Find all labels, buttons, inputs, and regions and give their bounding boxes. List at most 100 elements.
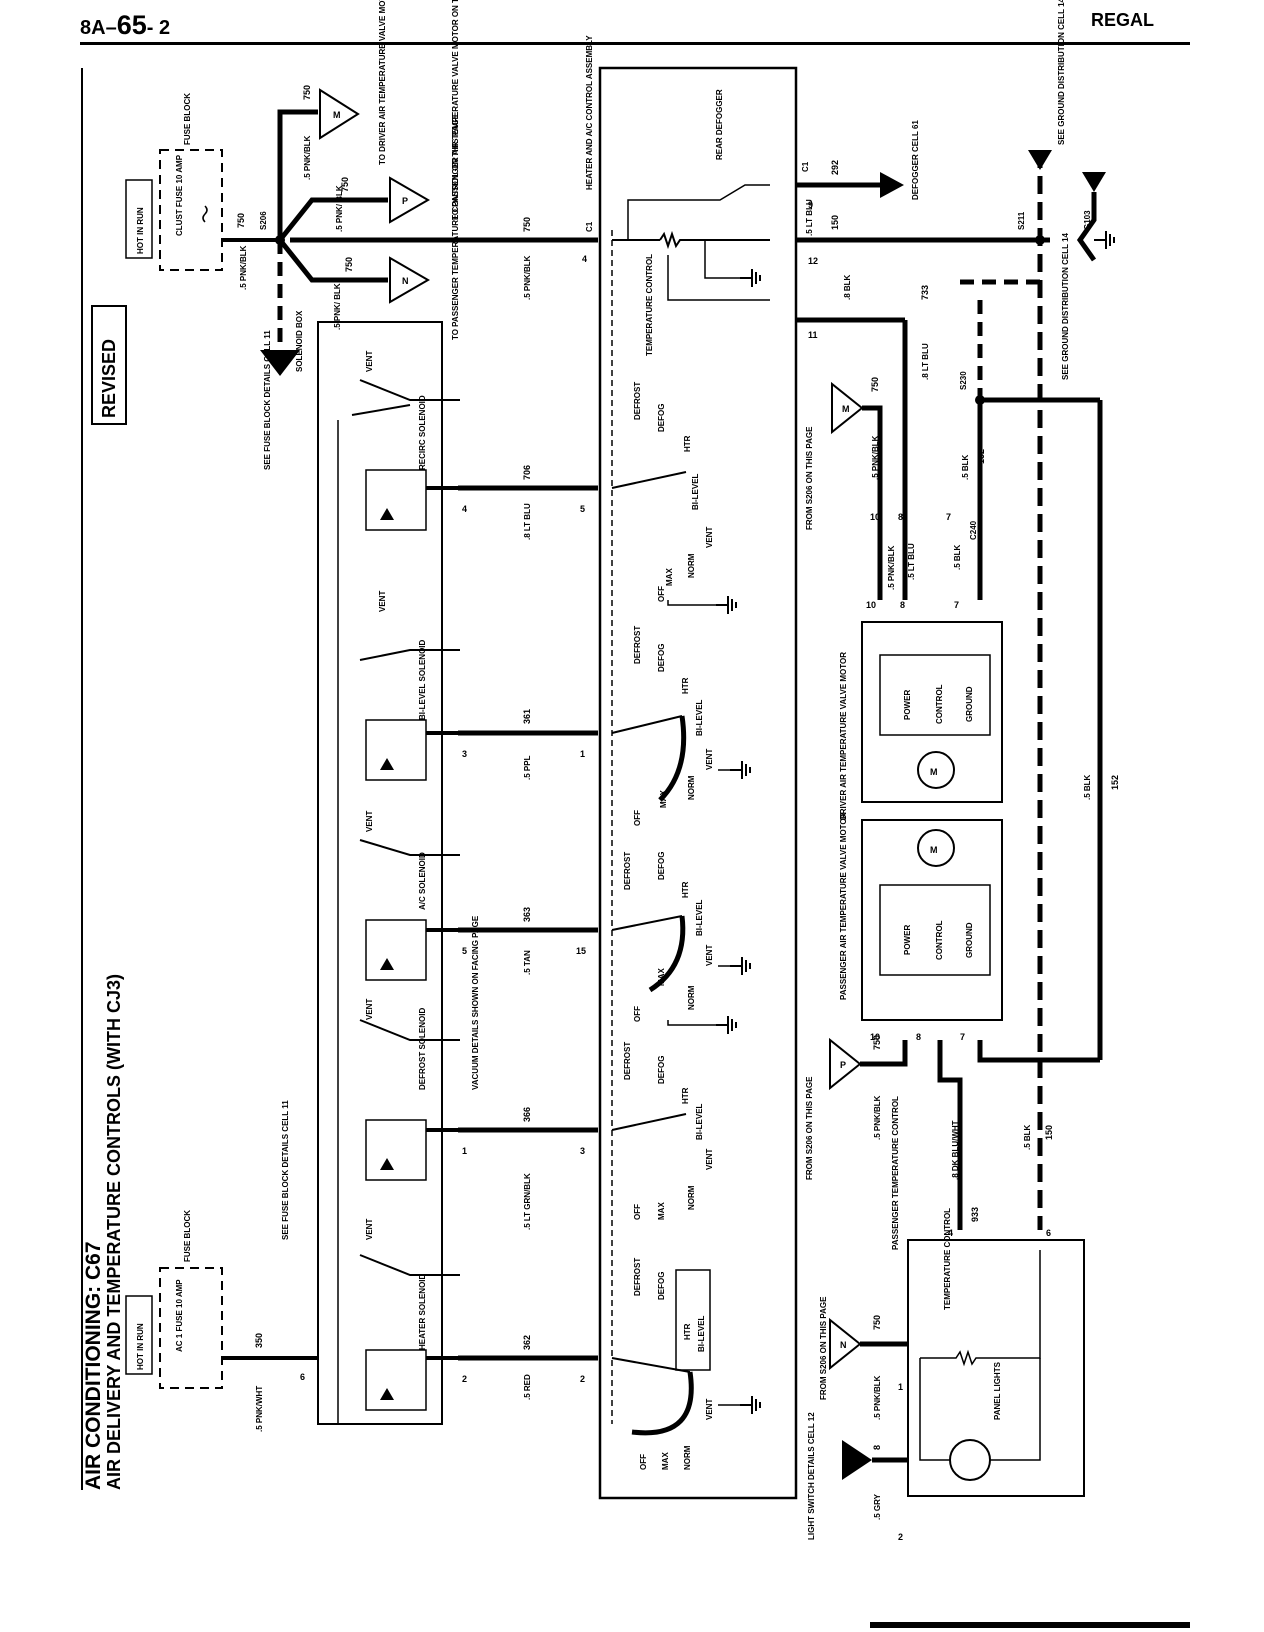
svg-text:9: 9 bbox=[808, 200, 813, 210]
svg-text:750: 750 bbox=[236, 213, 246, 228]
svg-text:VENT: VENT bbox=[378, 591, 387, 612]
svg-text:S230: S230 bbox=[959, 371, 968, 390]
arrow-ground-dist-2 bbox=[1082, 172, 1106, 192]
svg-text:M: M bbox=[842, 404, 850, 414]
svg-text:750: 750 bbox=[344, 257, 354, 272]
passenger-air-temp-valve-motor bbox=[861, 819, 1003, 1021]
svg-text:5: 5 bbox=[580, 504, 585, 514]
svg-text:933: 933 bbox=[970, 1207, 980, 1222]
svg-text:10: 10 bbox=[866, 600, 876, 610]
svg-text:RECIRC SOLENOID: RECIRC SOLENOID bbox=[418, 395, 427, 470]
svg-text:10: 10 bbox=[870, 512, 880, 522]
svg-text:TEMPERATURE CONTROL: TEMPERATURE CONTROL bbox=[645, 254, 654, 356]
svg-text:362: 362 bbox=[522, 1335, 532, 1350]
svg-text:AC 1 FUSE 10 AMP: AC 1 FUSE 10 AMP bbox=[175, 1279, 184, 1352]
svg-text:CONTROL: CONTROL bbox=[935, 684, 944, 724]
svg-text:SEE FUSE BLOCK DETAILS CELL 11: SEE FUSE BLOCK DETAILS CELL 11 bbox=[263, 330, 272, 470]
svg-text:M: M bbox=[333, 110, 341, 120]
svg-text:BI-LEVEL: BI-LEVEL bbox=[695, 699, 704, 736]
svg-text:GROUND: GROUND bbox=[965, 686, 974, 722]
svg-text:NORM: NORM bbox=[687, 553, 696, 578]
svg-text:750: 750 bbox=[340, 177, 350, 192]
svg-text:.5 BLK: .5 BLK bbox=[961, 454, 970, 480]
svg-text:TEMPERATURE CONTROL: TEMPERATURE CONTROL bbox=[943, 1208, 952, 1310]
svg-text:DEFROST: DEFROST bbox=[633, 1258, 642, 1296]
svg-text:8: 8 bbox=[900, 600, 905, 610]
motor-icon bbox=[917, 751, 955, 789]
svg-text:M: M bbox=[930, 845, 938, 855]
svg-text:HTR: HTR bbox=[681, 881, 690, 898]
solenoid-bilevel: BI-LEVEL SOLENOID VENT bbox=[359, 591, 460, 781]
svg-text:HEATER SOLENOID: HEATER SOLENOID bbox=[418, 1273, 427, 1350]
svg-text:.5 PNK/BLK: .5 PNK/BLK bbox=[523, 255, 532, 300]
temp-control-rheostat bbox=[659, 230, 770, 250]
svg-text:OFF: OFF bbox=[657, 586, 666, 602]
header-rule bbox=[80, 42, 1190, 45]
svg-text:VENT: VENT bbox=[705, 1149, 714, 1170]
fuse-block-1 bbox=[159, 149, 223, 271]
svg-text:BI-LEVEL: BI-LEVEL bbox=[695, 899, 704, 936]
svg-text:POWER: POWER bbox=[903, 925, 912, 955]
solenoid-defrost: DEFROST SOLENOID VENT bbox=[359, 999, 460, 1181]
svg-text:.5 PNK/BLK: .5 PNK/BLK bbox=[873, 1095, 882, 1140]
svg-text:G103: G103 bbox=[1083, 210, 1092, 230]
svg-text:SEE GROUND DISTRIBUTION CELL 1: SEE GROUND DISTRIBUTION CELL 14 bbox=[1057, 0, 1066, 145]
harness-wires bbox=[290, 237, 598, 1361]
svg-text:8: 8 bbox=[898, 512, 903, 522]
passenger-temperature-control bbox=[907, 1239, 1085, 1497]
svg-text:SOLENOID BOX: SOLENOID BOX bbox=[295, 310, 304, 372]
svg-text:BI-LEVEL: BI-LEVEL bbox=[697, 1315, 706, 1352]
svg-text:15: 15 bbox=[576, 946, 586, 956]
arrow-ground-dist-1 bbox=[1028, 150, 1052, 170]
svg-text:POWER: POWER bbox=[903, 690, 912, 720]
svg-text:DEFOG: DEFOG bbox=[657, 852, 666, 880]
svg-text:P: P bbox=[840, 1060, 846, 1070]
driver-air-temp-valve-motor bbox=[861, 621, 1003, 803]
svg-text:3: 3 bbox=[580, 1146, 585, 1156]
svg-text:TO PASSENGER TEMPERATURE CONTR: TO PASSENGER TEMPERATURE CONTROL ON THIS… bbox=[451, 113, 460, 340]
mode-switch-1: DEFROST DEFOG HTR BI-LEVEL VENT NORM MAX… bbox=[611, 382, 737, 615]
svg-text:HTR: HTR bbox=[681, 1087, 690, 1104]
svg-text:.5 BLK: .5 BLK bbox=[953, 544, 962, 570]
svg-text:VENT: VENT bbox=[705, 527, 714, 548]
svg-text:10: 10 bbox=[870, 1032, 880, 1042]
svg-text:152: 152 bbox=[976, 449, 986, 464]
svg-text:OFF: OFF bbox=[639, 1454, 648, 1470]
svg-text:.5 PNK/BLK: .5 PNK/BLK bbox=[871, 435, 880, 480]
svg-text:CONTROL: CONTROL bbox=[935, 920, 944, 960]
svg-text:.5 LT BLU: .5 LT BLU bbox=[805, 199, 814, 236]
rear-defogger-switch bbox=[627, 184, 770, 240]
svg-text:PANEL LIGHTS: PANEL LIGHTS bbox=[993, 1361, 1002, 1420]
svg-text:4: 4 bbox=[462, 504, 467, 514]
svg-text:.5 TAN: .5 TAN bbox=[523, 950, 532, 975]
mode-switch-3: DEFROST DEFOG HTR BI-LEVEL VENT NORM MAX… bbox=[611, 852, 751, 1035]
svg-text:8: 8 bbox=[916, 1032, 921, 1042]
fuse-block-heading: FUSE BLOCK bbox=[183, 93, 192, 145]
svg-text:DEFROST SOLENOID: DEFROST SOLENOID bbox=[418, 1008, 427, 1090]
solenoid-recirc: RECIRC SOLENOID VENT bbox=[351, 351, 460, 531]
svg-text:750: 750 bbox=[872, 1315, 882, 1330]
svg-text:.8 LT BLU: .8 LT BLU bbox=[921, 343, 930, 380]
svg-text:NORM: NORM bbox=[687, 1185, 696, 1210]
svg-text:7: 7 bbox=[960, 1032, 965, 1042]
diagram-subtitle: AIR DELIVERY AND TEMPERATURE CONTROLS (W… bbox=[104, 974, 124, 1490]
svg-text:8: 8 bbox=[872, 1445, 882, 1450]
svg-text:NORM: NORM bbox=[687, 985, 696, 1010]
svg-text:HTR: HTR bbox=[681, 677, 690, 694]
svg-text:3: 3 bbox=[462, 749, 467, 759]
svg-text:150: 150 bbox=[1044, 1125, 1054, 1140]
fuse-block-2 bbox=[159, 1267, 223, 1389]
svg-text:GROUND: GROUND bbox=[965, 922, 974, 958]
svg-text:361: 361 bbox=[522, 709, 532, 724]
svg-text:.5 LT GRN/BLK: .5 LT GRN/BLK bbox=[523, 1173, 532, 1230]
svg-text:NORM: NORM bbox=[687, 775, 696, 800]
fuse-icon bbox=[202, 205, 208, 223]
motor-icon bbox=[917, 829, 955, 867]
svg-text:P: P bbox=[402, 196, 408, 206]
hot-in-run-label: HOT IN RUN bbox=[136, 207, 145, 254]
mode-switch-2: DEFROST DEFOG HTR BI-LEVEL VENT NORM MAX… bbox=[611, 626, 751, 826]
revised-stamp-text: REVISED bbox=[99, 339, 119, 418]
footer-rule bbox=[870, 1622, 1190, 1628]
svg-text:BI-LEVEL SOLENOID: BI-LEVEL SOLENOID bbox=[418, 639, 427, 720]
svg-text:OFF: OFF bbox=[633, 1006, 642, 1022]
